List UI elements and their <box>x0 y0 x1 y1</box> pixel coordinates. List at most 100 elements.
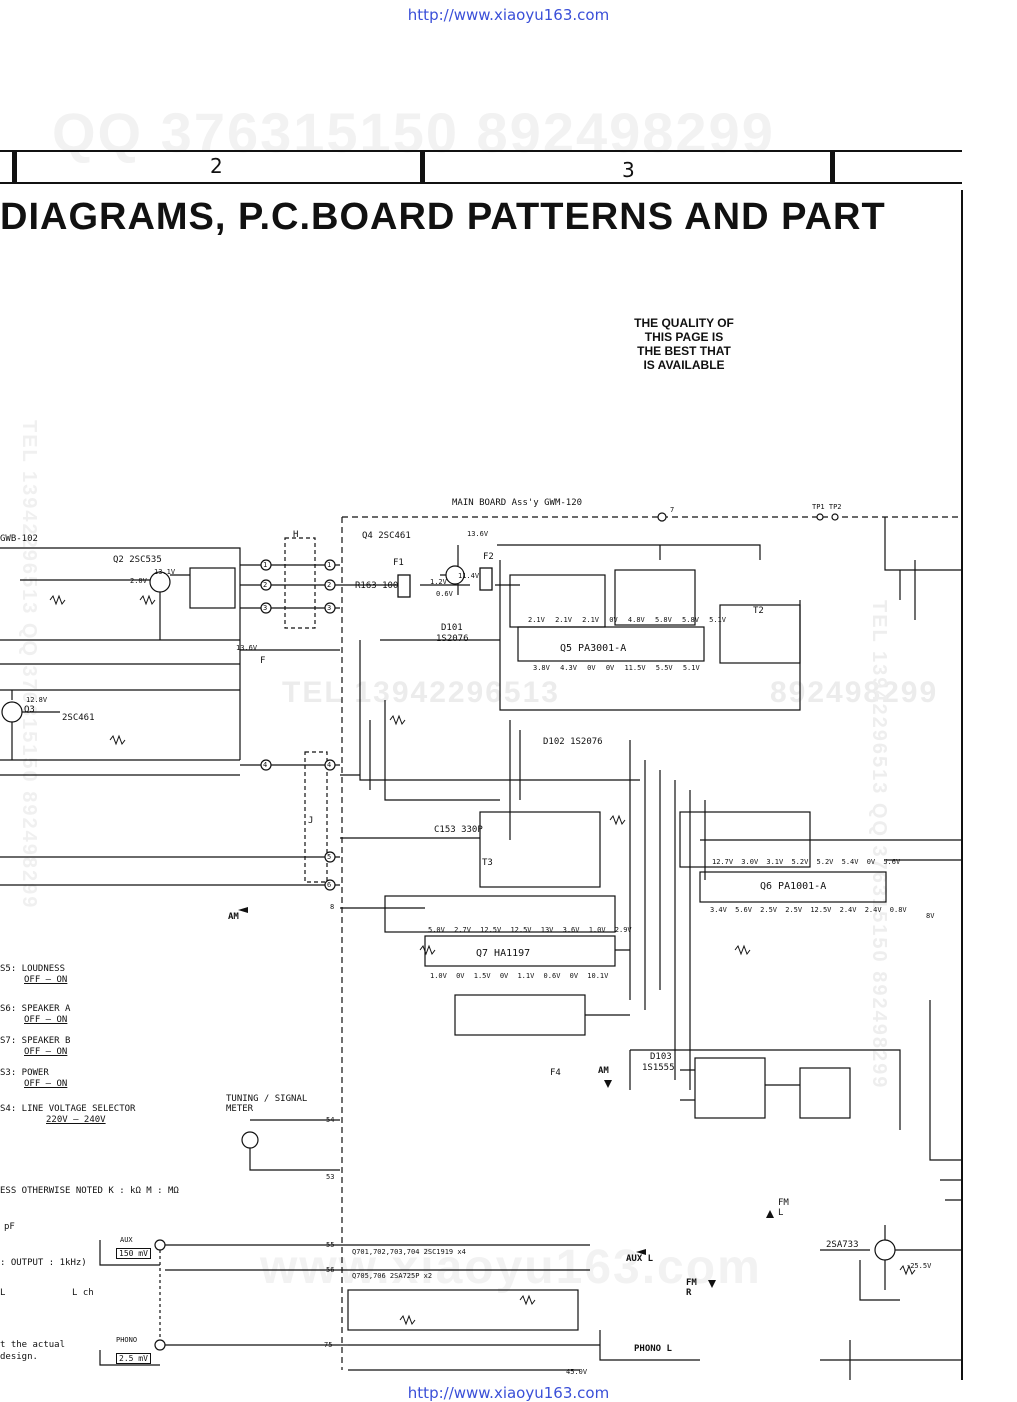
watermark-mid-tel: TEL 13942296513 <box>282 676 560 709</box>
am-signal-label-2: AM <box>598 1066 609 1076</box>
q6-label: Q6 PA1001-A <box>760 881 827 892</box>
watermark-qq: QQ 376315150 892498299 <box>52 101 775 164</box>
d101-type: 1S2076 <box>436 634 469 644</box>
voltage: 3.6V <box>562 926 580 934</box>
left-board-label: GWB-102 <box>0 534 38 544</box>
voltage: 2.9V <box>614 926 632 934</box>
f4-label: F4 <box>550 1068 561 1078</box>
voltage: 2.1V <box>582 616 600 624</box>
grid-col-2: 2 <box>210 154 223 178</box>
voltage: 0V <box>866 858 876 866</box>
terminal-1-left: 1 <box>263 561 268 569</box>
voltage: 13V <box>540 926 554 934</box>
d103-type: 1S1555 <box>642 1063 675 1073</box>
actual-note-2: design. <box>0 1352 38 1362</box>
voltage: 0V <box>587 664 596 672</box>
fm-l-line-1: FM <box>778 1198 789 1208</box>
q6-voltages-top: 12.7V 3.0V 3.1V 5.2V 5.2V 5.4V 0V 5.6V <box>712 858 900 866</box>
aux-input-label: AUX <box>120 1236 133 1244</box>
terminal-5: 5 <box>327 853 332 861</box>
q-2sa733-label: 2SA733 <box>826 1240 859 1250</box>
cap-label: C153 330P <box>434 825 483 835</box>
voltage: 3.1V <box>766 858 784 866</box>
actual-note-1: t the actual <box>0 1340 66 1350</box>
voltage-label: 11.4V <box>458 572 480 580</box>
d102-label: D102 1S2076 <box>543 737 603 747</box>
voltage: 4.8V <box>627 616 645 624</box>
voltage: 0.8V <box>889 906 907 914</box>
voltage: 5.6V <box>735 906 752 914</box>
switch-name: S4: LINE VOLTAGE SELECTOR <box>0 1104 136 1114</box>
pf-note: pF <box>4 1222 15 1232</box>
voltage-label: -25.5V <box>906 1262 932 1270</box>
f-line-label: F <box>260 656 266 666</box>
voltage: 3.8V <box>533 664 550 672</box>
l-channel-label: L ch <box>72 1288 94 1298</box>
resistor-label: R163 100 <box>355 581 399 591</box>
watermark-mid-qq: 892498299 <box>770 676 939 709</box>
switch-name: S7: SPEAKER B <box>0 1036 71 1046</box>
terminal-54: 54 <box>326 1116 335 1124</box>
voltage: 5.2V <box>816 858 834 866</box>
voltage: 0.6V <box>543 972 561 980</box>
am-signal-label: AM <box>228 912 239 922</box>
voltage-label: 13.6V <box>467 530 489 538</box>
voltage: 5.2V <box>791 858 809 866</box>
tuning-meter-label: TUNING / SIGNAL METER <box>226 1094 307 1114</box>
phono-input-label: PHONO <box>116 1336 138 1344</box>
voltage: 5.4V <box>841 858 859 866</box>
switch-state: OFF — ON <box>24 975 68 985</box>
test-points-label: TP1 TP2 <box>812 503 842 511</box>
q2-label: Q2 2SC535 <box>113 555 162 565</box>
terminal-4-left: 4 <box>263 761 268 769</box>
voltage: 5.5V <box>655 664 673 672</box>
voltage: 0V <box>499 972 509 980</box>
quality-line-2: THIS PAGE IS <box>644 330 724 344</box>
terminal-53: 53 <box>326 1173 335 1181</box>
terminal-2: 2 <box>327 581 332 589</box>
q3-label: Q3 <box>24 705 35 715</box>
d101-label: D101 <box>441 623 463 633</box>
voltage: 1.1V <box>517 972 535 980</box>
q6-voltages-bottom: 3.4V 5.6V 2.5V 2.5V 12.5V 2.4V 2.4V 0.8V <box>710 906 907 914</box>
q7-voltages-top: 5.0V 2.7V 12.5V 12.5V 13V 3.6V 1.0V 2.9V <box>428 926 632 934</box>
q5-voltages-top: 2.1V 2.1V 2.1V 0V 4.8V 5.8V 5.8V 5.1V <box>528 616 726 624</box>
voltage: 2.1V <box>528 616 545 624</box>
quality-line-4: IS AVAILABLE <box>643 358 725 372</box>
fm-r-line-2: R <box>686 1288 692 1298</box>
switch-state: OFF — ON <box>24 1047 68 1057</box>
terminal-55: 55 <box>326 1241 335 1249</box>
voltage: 0V <box>605 664 615 672</box>
q5-label: Q5 PA3001-A <box>560 643 627 654</box>
voltage-label: 13.6V <box>236 644 258 652</box>
phono-level-box: 2.5 mV <box>116 1353 151 1364</box>
voltage: 2.1V <box>555 616 572 624</box>
voltage: 0V <box>569 972 579 980</box>
fm-r-line-1: FM <box>686 1278 697 1288</box>
switch-s5: S5: LOUDNESS OFF — ON <box>0 964 67 986</box>
voltage-label: 13.1V <box>154 568 176 576</box>
terminal-1: 1 <box>327 561 332 569</box>
terminal-56: 56 <box>326 1266 335 1274</box>
voltage-label: 45.0V <box>566 1368 588 1376</box>
voltage-label: 1.2V <box>430 578 447 586</box>
q-bottom1-label: Q701,702,703,704 2SC1919 x4 <box>352 1248 466 1256</box>
terminal-8: 8 <box>330 903 335 911</box>
quality-line-3: THE BEST THAT <box>637 344 731 358</box>
voltage: 5.6V <box>883 858 901 866</box>
watermark-url-bottom: http://www.xiaoyu163.com <box>407 1384 610 1402</box>
units-note: ESS OTHERWISE NOTED K : kΩ M : MΩ <box>0 1186 179 1196</box>
output-note: : OUTPUT : 1kHz) <box>0 1258 87 1268</box>
voltage: 5.8V <box>654 616 672 624</box>
phono-l-label: PHONO L <box>634 1344 672 1354</box>
fuse-f2-label: F2 <box>483 552 494 562</box>
voltage: 12.5V <box>810 906 832 914</box>
terminal-4: 4 <box>327 761 332 769</box>
switch-name: S3: POWER <box>0 1068 49 1078</box>
voltage: 2.4V <box>864 906 882 914</box>
grid-header: 2 3 <box>0 150 962 184</box>
d103-label: D103 <box>650 1052 672 1062</box>
switch-s4: S4: LINE VOLTAGE SELECTOR 220V — 240V <box>0 1104 135 1126</box>
voltage: 10.1V <box>587 972 609 980</box>
voltage-label: 2.0V <box>130 577 147 585</box>
